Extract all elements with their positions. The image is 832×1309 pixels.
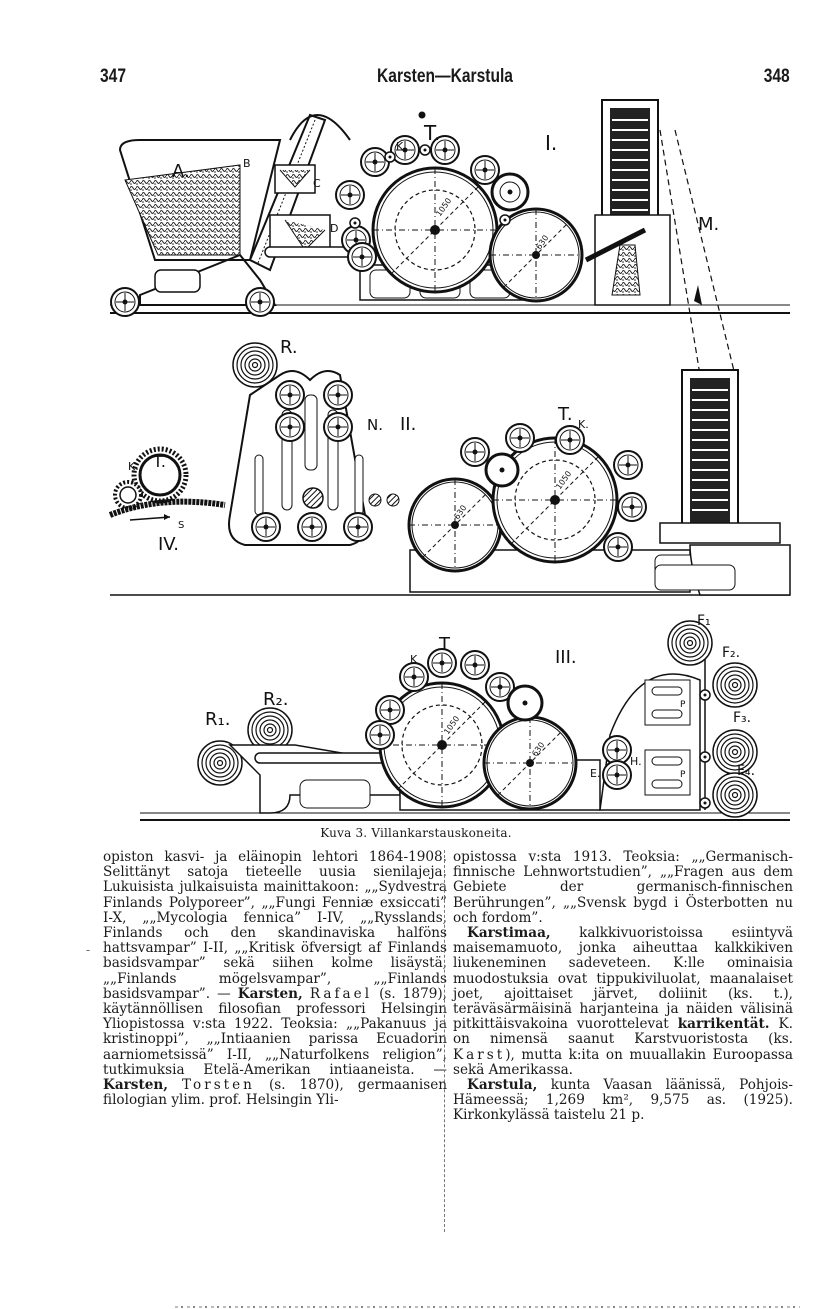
entry-karstimaa: Karstimaa, kalkkivuoristoissa esiintyvä …	[453, 925, 793, 1078]
label-f2: F₂.	[722, 645, 740, 661]
figure-carding-machines: 1050 630 A. B C D T. K. I. M.	[100, 95, 800, 825]
label-a: A.	[172, 161, 190, 182]
entry-karstula: Karstula, kunta Vaasan läänissä, Pohjois…	[453, 1077, 793, 1124]
margin-mark: -	[86, 943, 91, 957]
label-machine-ii: II.	[400, 414, 416, 435]
entry-text: opiston kasvi- ja eläinopin lehtori 1864…	[103, 849, 447, 1002]
label-k: K.	[396, 140, 407, 153]
entry-headword: Karstimaa,	[467, 925, 551, 942]
entry-headword: Karstula,	[467, 1077, 538, 1094]
figure-caption: Kuva 3. Villankarstauskoneita.	[320, 826, 512, 840]
entry-name: Rafael	[309, 985, 373, 1002]
scan-edge	[175, 1306, 800, 1308]
label-n: N.	[367, 416, 383, 434]
label-h: H.	[630, 755, 642, 768]
entry-text: kalkkivuoristoissa esiintyvä maisemamuot…	[453, 925, 793, 1033]
cross-reference: Karst	[453, 1046, 506, 1063]
entry-text: (s. 1879), käytännöllisen filosofian pro…	[103, 985, 448, 1078]
running-head: 347 Karsten—Karstula 348	[100, 66, 790, 90]
label-f1: F₁	[697, 613, 711, 629]
label-k: K	[410, 653, 418, 666]
label-c: C	[313, 177, 321, 190]
page-number-right: 348	[764, 66, 790, 87]
entry-name: Torsten	[182, 1077, 255, 1094]
label-d: D	[330, 222, 338, 235]
detail-iv	[108, 446, 226, 521]
entry-text: kunta Vaasan läänissä, Pohjois-Hämeessä;…	[453, 1077, 793, 1124]
label-machine-i: I.	[545, 131, 557, 155]
term-bold: karrikentät.	[677, 1016, 770, 1033]
label-m: M.	[698, 214, 719, 235]
label-e: E.	[590, 767, 600, 780]
paragraph: opistossa v:sta 1913. Teoksia: „„Germani…	[453, 849, 793, 926]
label-k: K.	[128, 460, 139, 473]
machine-illustration: 1050 630 A. B C D T. K. I. M.	[108, 99, 791, 821]
label-t: T.	[557, 404, 573, 425]
entry-text: ), mutta k:ita on muuallakin Euroopassa …	[453, 1046, 793, 1078]
label-t: T.	[152, 452, 166, 471]
label-p: P	[680, 700, 686, 710]
page-number-left: 347	[100, 66, 126, 87]
label-t: T	[438, 634, 451, 655]
column-divider	[444, 850, 445, 1232]
label-r2: R₂.	[263, 689, 288, 710]
label-b: B	[243, 157, 251, 170]
text-column-left: opiston kasvi- ja eläinopin lehtori 1864…	[103, 849, 448, 1109]
entry-headword: Karsten,	[103, 1077, 168, 1094]
label-r1: R₁.	[205, 709, 230, 730]
entry-text: (s. 1870), germaanisen filologian ylim. …	[103, 1077, 447, 1109]
label-r: R.	[280, 337, 298, 358]
label-detail-iv: IV.	[158, 534, 179, 555]
label-f4: F₄.	[737, 763, 755, 779]
text-column-right: opistossa v:sta 1913. Teoksia: „„Germani…	[453, 849, 793, 1124]
label-k: K.	[578, 418, 589, 431]
label-f3: F₃.	[733, 710, 751, 726]
label-p: P	[680, 770, 686, 780]
label-t: T.	[423, 121, 440, 145]
machine-ii: 1050 630	[110, 342, 791, 596]
label-s: S	[178, 520, 184, 531]
label-machine-iii: III.	[555, 647, 577, 668]
machine-iii: 1050 630	[140, 620, 790, 821]
page-title: Karsten—Karstula	[377, 66, 513, 87]
machine-i: 1050 630	[110, 99, 790, 376]
entry-headword: Karsten,	[237, 985, 303, 1002]
paragraph: opiston kasvi- ja eläinopin lehtori 1864…	[103, 849, 448, 1109]
entry-text: K. on nimensä saanut Karstvuoristosta (k…	[453, 1016, 793, 1048]
